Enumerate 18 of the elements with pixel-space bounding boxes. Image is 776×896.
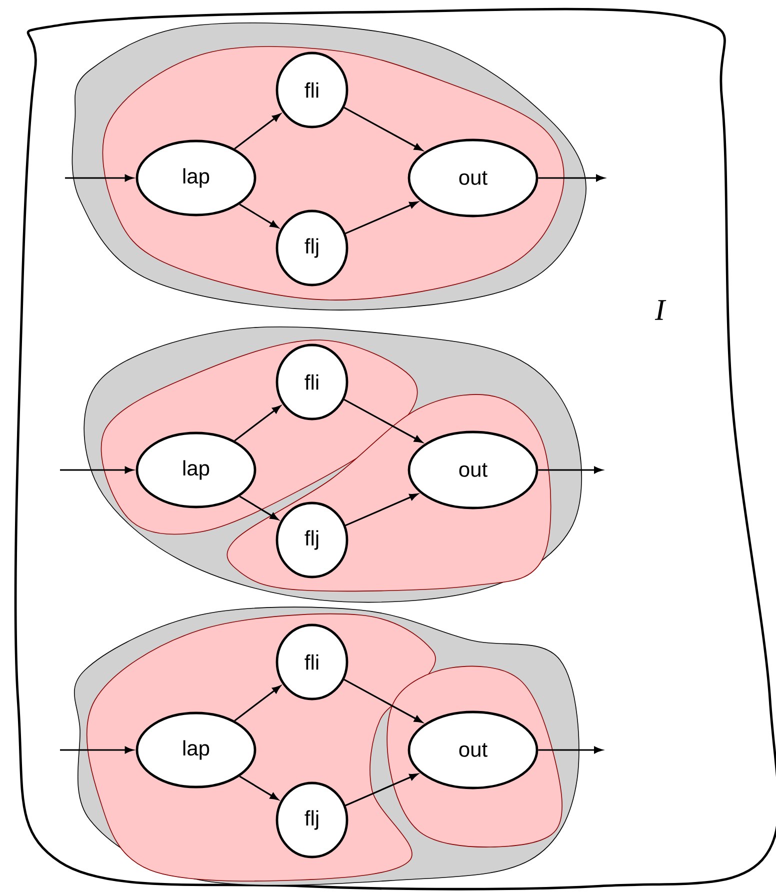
arrow (239, 776, 278, 800)
arrow (234, 686, 281, 722)
arrow (239, 204, 278, 228)
arrow (538, 466, 602, 474)
arrow (234, 114, 281, 150)
arrow (60, 466, 134, 474)
arrow (344, 398, 423, 443)
arrow (344, 106, 423, 151)
arrow (345, 774, 418, 806)
arrow (538, 746, 602, 754)
arrow (239, 496, 278, 520)
arrow (234, 406, 281, 442)
arrow (538, 174, 604, 182)
arrow (60, 746, 134, 754)
arrow (65, 174, 134, 182)
arrow (345, 202, 418, 234)
arrow (345, 494, 418, 526)
arrow (344, 678, 423, 723)
